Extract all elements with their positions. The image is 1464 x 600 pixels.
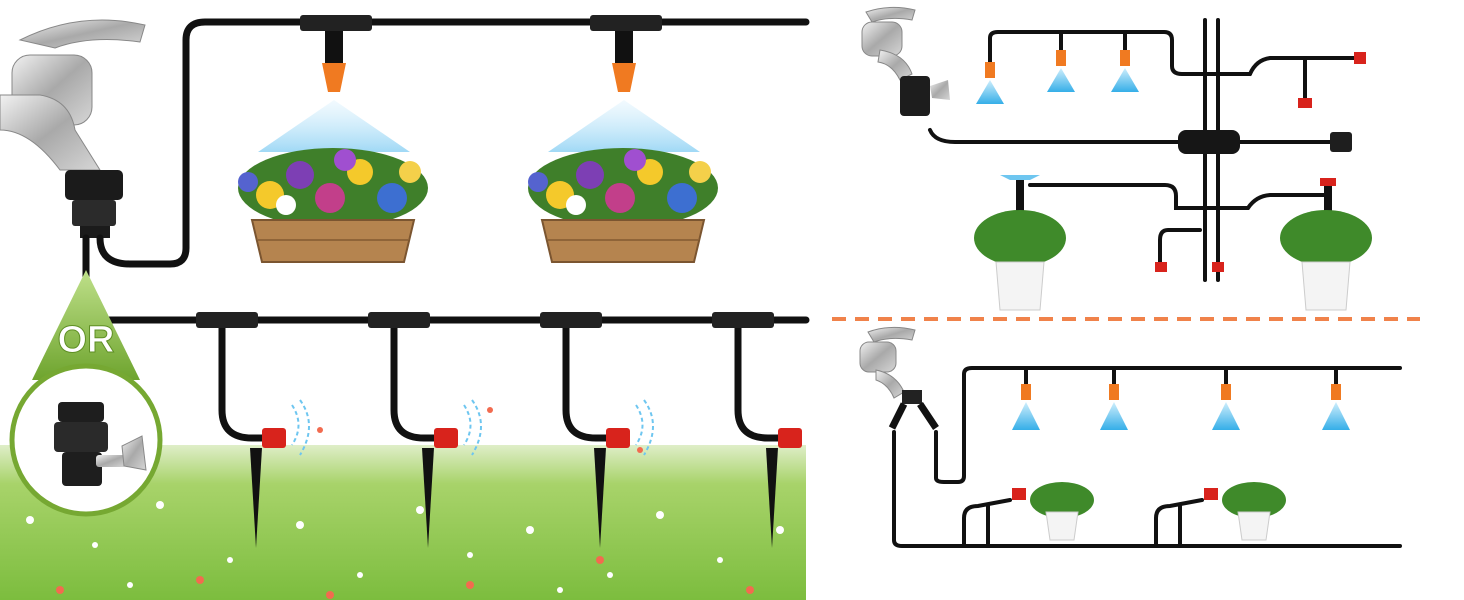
flower-planter-icon xyxy=(528,148,718,263)
hose-adapter-icon xyxy=(54,402,147,486)
right-top-layout xyxy=(861,6,1372,311)
faucet-icon xyxy=(859,326,916,399)
or-label: OR xyxy=(58,319,115,361)
potted-plant-icon xyxy=(1204,482,1286,541)
potted-plant-icon xyxy=(974,175,1066,311)
flower-planter-icon xyxy=(238,148,428,263)
mist-nozzle-icon xyxy=(1322,368,1350,430)
potted-plant-icon xyxy=(1280,178,1372,311)
hose-adapter-icon xyxy=(65,170,123,238)
stake-dripper-icon xyxy=(712,312,802,548)
stake-dripper-icon xyxy=(1155,52,1366,272)
mist-nozzle-icon xyxy=(1047,32,1075,92)
mist-nozzle-icon xyxy=(1212,368,1240,430)
stake-dripper-icon xyxy=(196,312,310,548)
hose-connector xyxy=(1178,130,1352,154)
alternative-adapter-badge: OR xyxy=(9,270,163,517)
mist-nozzle-icon xyxy=(258,15,410,152)
left-panel: OR xyxy=(0,15,810,600)
tubing-network-bottom xyxy=(892,366,1402,548)
y-splitter-icon xyxy=(888,390,939,430)
mist-nozzle-icon xyxy=(1100,368,1128,430)
faucet-icon xyxy=(0,19,146,171)
stake-dripper-icon xyxy=(540,312,654,548)
right-bottom-layout xyxy=(859,326,1402,548)
potted-plant-icon xyxy=(1012,482,1094,541)
faucet-icon xyxy=(861,6,950,116)
mist-nozzle-icon xyxy=(1012,368,1040,430)
mist-nozzle-icon xyxy=(548,15,700,152)
mist-nozzle-icon xyxy=(1111,32,1139,92)
mist-nozzle-icon xyxy=(976,62,1004,104)
red-wildflowers xyxy=(56,407,754,599)
stake-dripper-icon xyxy=(368,312,482,548)
wildflowers xyxy=(26,501,784,593)
